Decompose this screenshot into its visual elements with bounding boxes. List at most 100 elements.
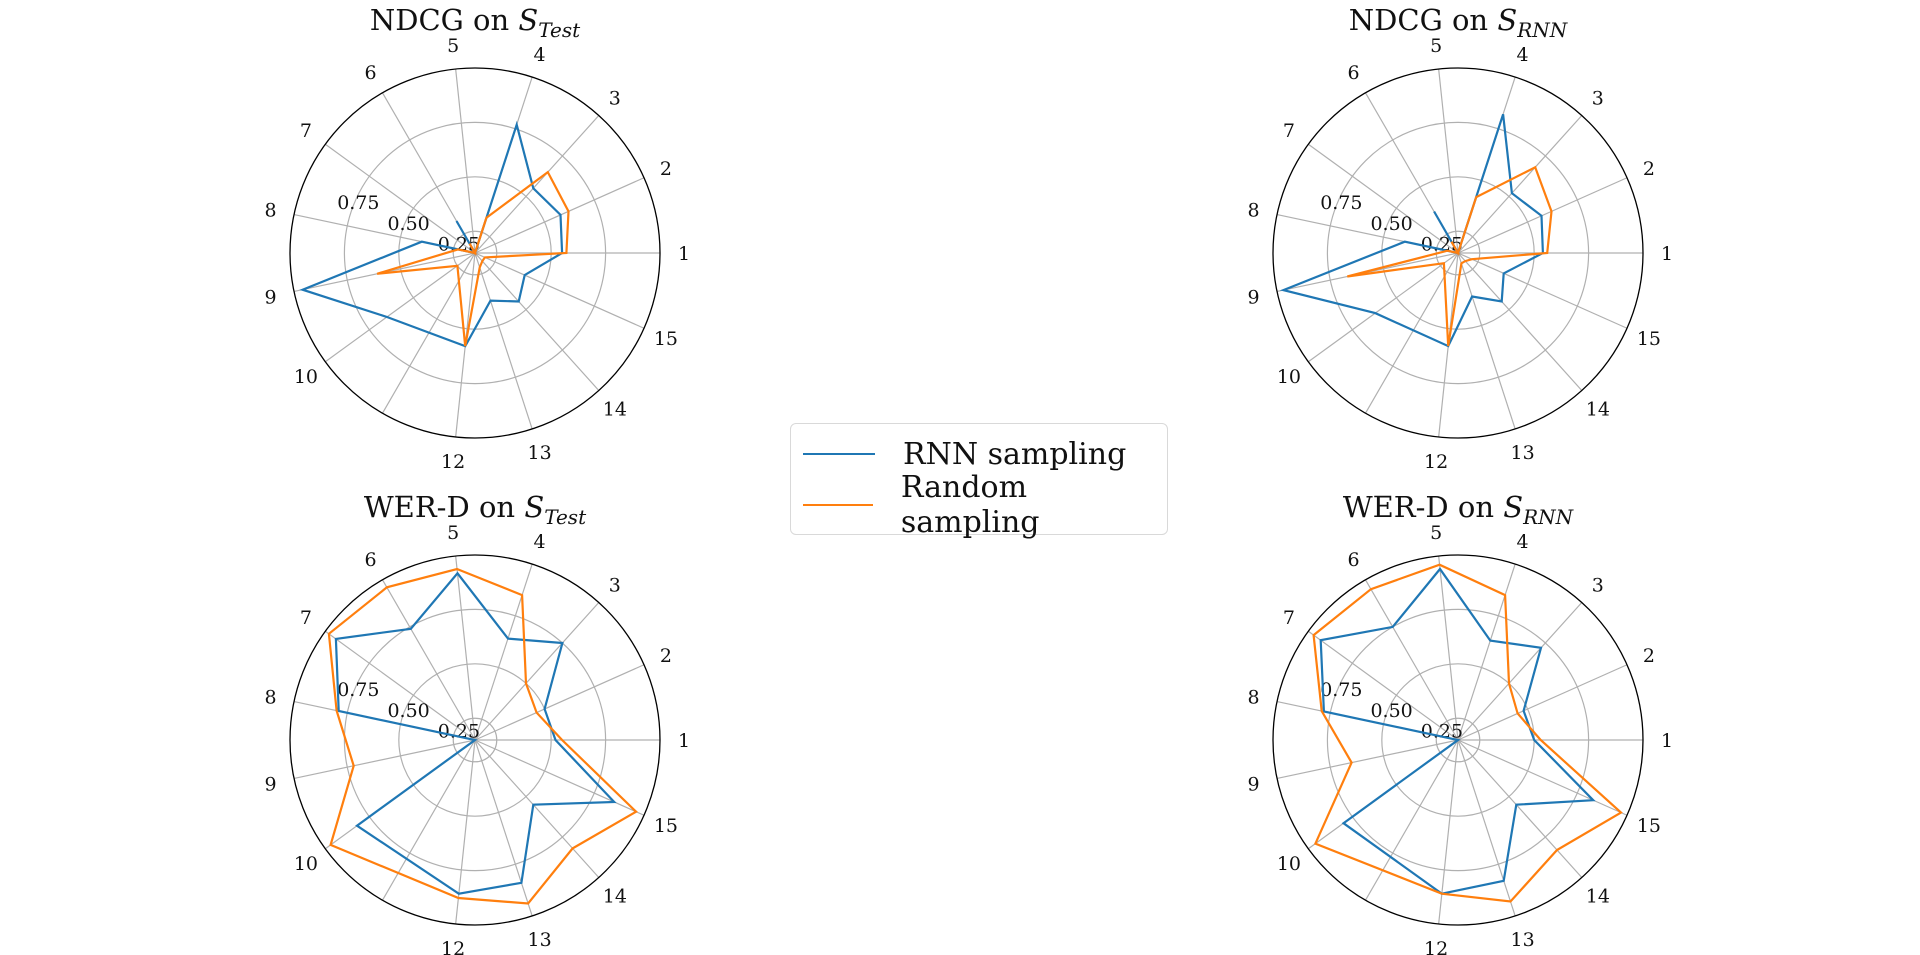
category-label: 9 bbox=[265, 773, 277, 795]
category-label: 10 bbox=[294, 853, 318, 875]
radial-tick-label: 0.25 bbox=[438, 721, 480, 743]
radial-spoke bbox=[1457, 252, 1583, 391]
radial-spoke bbox=[1457, 739, 1583, 878]
category-label: 5 bbox=[447, 522, 459, 544]
category-label: 2 bbox=[1643, 158, 1655, 180]
chart-title-subscript: Test bbox=[544, 505, 587, 529]
chart-title-subscript: RNN bbox=[1522, 505, 1575, 529]
category-label: 4 bbox=[534, 531, 546, 553]
radial-spoke bbox=[1364, 579, 1459, 741]
radial-spoke bbox=[474, 252, 645, 329]
legend-item-random: Random sampling bbox=[803, 470, 1167, 540]
category-label: 1 bbox=[678, 243, 690, 265]
chart-title-text: NDCG on bbox=[370, 3, 519, 37]
category-label: 3 bbox=[1592, 575, 1604, 597]
chart-title: WER-D on SRNN bbox=[1343, 490, 1575, 529]
chart-title-symbol: S bbox=[1503, 490, 1523, 524]
radial-spoke bbox=[1307, 630, 1459, 741]
chart-title-text: WER-D on bbox=[364, 490, 524, 524]
radial-spoke bbox=[474, 739, 600, 878]
radial-spoke bbox=[474, 252, 533, 430]
radial-tick-label: 0.75 bbox=[337, 679, 379, 701]
chart-title-symbol: S bbox=[518, 3, 538, 37]
category-label: 15 bbox=[1637, 328, 1661, 350]
category-label: 14 bbox=[1586, 885, 1610, 907]
category-label: 8 bbox=[1248, 200, 1260, 222]
radial-tick-label: 0.25 bbox=[1421, 721, 1463, 743]
chart-title: NDCG on STest bbox=[370, 3, 581, 42]
radial-spoke bbox=[474, 252, 600, 391]
radial-tick-label: 0.25 bbox=[1421, 234, 1463, 256]
category-label: 6 bbox=[1347, 549, 1359, 571]
category-label: 2 bbox=[660, 158, 672, 180]
radial-spoke bbox=[474, 664, 645, 741]
series-line-random bbox=[1312, 563, 1623, 903]
radial-spoke bbox=[1457, 252, 1628, 329]
radial-spoke bbox=[1307, 252, 1459, 363]
radial-tick-label: 0.50 bbox=[1370, 213, 1412, 235]
radial-spoke bbox=[474, 115, 600, 254]
legend-label-rnn: RNN sampling bbox=[903, 436, 1127, 472]
category-label: 4 bbox=[1517, 531, 1529, 553]
category-label: 6 bbox=[364, 549, 376, 571]
category-label: 4 bbox=[1517, 44, 1529, 66]
chart-title-symbol: S bbox=[524, 490, 544, 524]
category-label: 14 bbox=[603, 398, 627, 420]
category-label: 9 bbox=[1248, 773, 1260, 795]
radial-tick-label: 0.75 bbox=[337, 192, 379, 214]
category-label: 7 bbox=[1283, 120, 1295, 142]
category-label: 3 bbox=[1592, 88, 1604, 110]
chart-title-subscript: Test bbox=[538, 18, 581, 42]
radial-spoke bbox=[1457, 739, 1516, 917]
category-label: 7 bbox=[300, 607, 312, 629]
radial-tick-label: 0.75 bbox=[1320, 192, 1362, 214]
radial-spoke bbox=[293, 739, 476, 780]
category-label: 2 bbox=[660, 645, 672, 667]
legend-item-rnn: RNN sampling bbox=[803, 434, 1126, 474]
category-label: 8 bbox=[265, 200, 277, 222]
category-label: 3 bbox=[609, 88, 621, 110]
category-label: 10 bbox=[1277, 853, 1301, 875]
series-line-rnn bbox=[299, 120, 564, 348]
radial-spoke bbox=[1364, 739, 1459, 901]
category-label: 3 bbox=[609, 575, 621, 597]
radial-spoke bbox=[455, 555, 476, 741]
polar-frame bbox=[1272, 67, 1644, 439]
category-label: 6 bbox=[364, 62, 376, 84]
chart-title-subscript: RNN bbox=[1516, 18, 1569, 42]
legend-swatch-rnn bbox=[803, 453, 875, 455]
category-label: 1 bbox=[1661, 730, 1673, 752]
category-label: 12 bbox=[1424, 451, 1448, 473]
category-label: 14 bbox=[603, 885, 627, 907]
category-label: 15 bbox=[654, 328, 678, 350]
legend-label-random: Random sampling bbox=[900, 470, 1040, 540]
radial-tick-label: 0.25 bbox=[438, 234, 480, 256]
radial-spoke bbox=[1364, 252, 1459, 414]
radial-spoke bbox=[1457, 252, 1516, 430]
category-label: 12 bbox=[441, 451, 465, 473]
category-label: 13 bbox=[1510, 929, 1534, 951]
series-line-rnn bbox=[1279, 113, 1545, 348]
category-label: 10 bbox=[294, 366, 318, 388]
category-label: 2 bbox=[1643, 645, 1655, 667]
radial-spoke bbox=[324, 252, 476, 363]
category-label: 15 bbox=[1637, 815, 1661, 837]
radial-tick-label: 0.50 bbox=[387, 213, 429, 235]
legend-swatch-random bbox=[803, 504, 873, 506]
radial-spoke bbox=[455, 68, 476, 254]
category-label: 6 bbox=[1347, 62, 1359, 84]
radial-spoke bbox=[1438, 555, 1459, 741]
polar-frame bbox=[289, 67, 661, 439]
category-label: 1 bbox=[1661, 243, 1673, 265]
chart-title-text: NDCG on bbox=[1349, 3, 1498, 37]
category-label: 8 bbox=[265, 687, 277, 709]
category-label: 4 bbox=[534, 44, 546, 66]
category-label: 12 bbox=[441, 938, 465, 955]
radial-tick-label: 0.50 bbox=[1370, 700, 1412, 722]
radial-spoke bbox=[474, 602, 600, 741]
radial-spoke bbox=[474, 563, 533, 741]
